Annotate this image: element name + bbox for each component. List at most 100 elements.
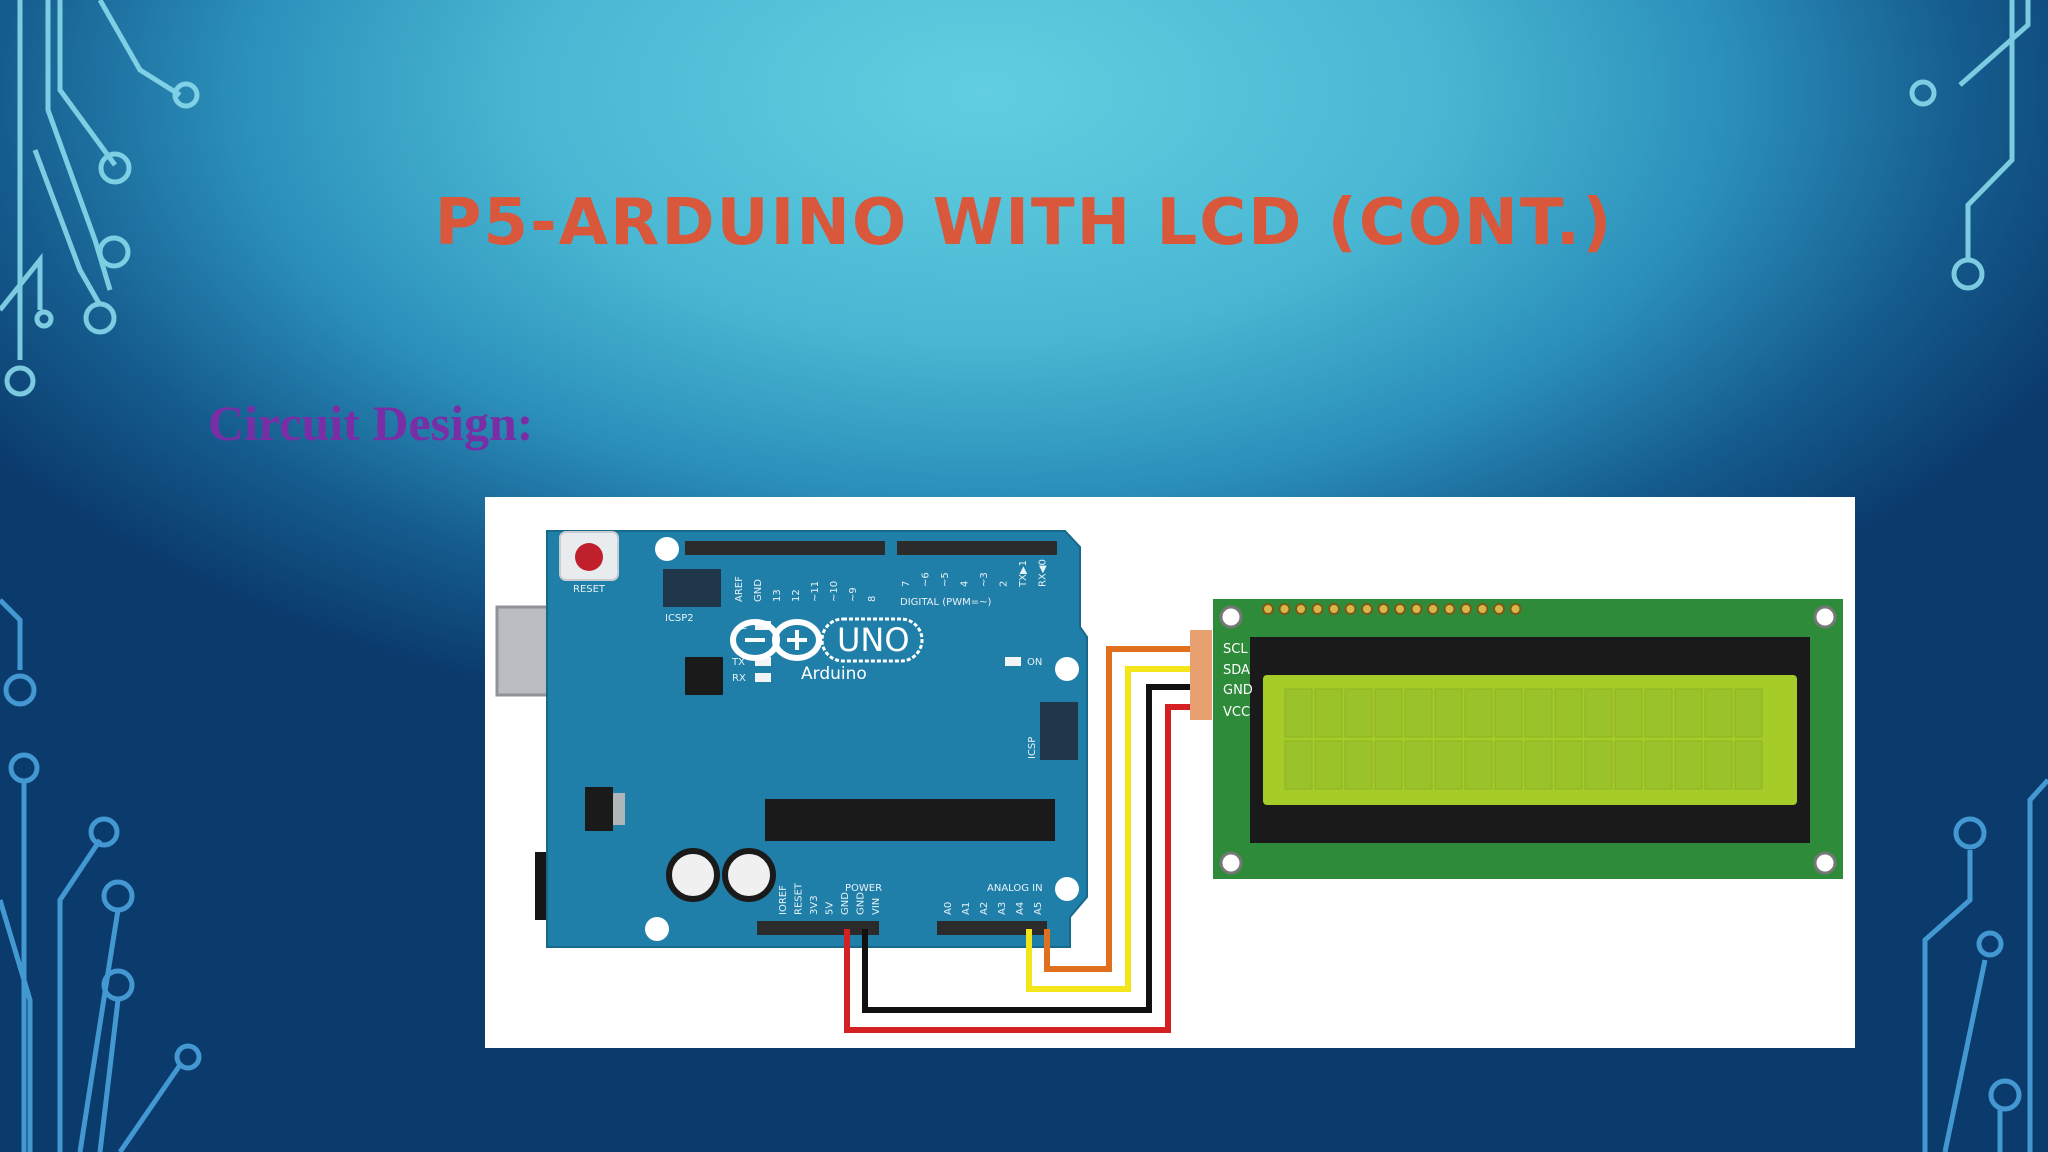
digital-header-left: [685, 541, 885, 555]
power-label: POWER: [845, 883, 882, 894]
lcd-character-cell: [1374, 740, 1403, 790]
led-tx-label: TX: [731, 657, 745, 668]
lcd-character-cell: [1734, 688, 1763, 738]
lcd-character-cell: [1554, 688, 1583, 738]
main-chip: [765, 799, 1055, 841]
lcd-character-cell: [1434, 688, 1463, 738]
lcd-character-cell: [1614, 688, 1643, 738]
lcd-pin-gnd: GND: [1223, 683, 1253, 698]
led-rx: [755, 673, 771, 682]
analog-pin-label: A1: [961, 902, 972, 915]
lcd-character-cell: [1314, 688, 1343, 738]
lcd-character-cell: [1584, 740, 1613, 790]
top-pin-label: 8: [867, 596, 878, 602]
lcd-character-cell: [1644, 688, 1673, 738]
lcd-character-cell: [1674, 740, 1703, 790]
led-tx: [755, 657, 771, 666]
mount-hole: [655, 537, 679, 561]
lcd-mount-hole: [1219, 605, 1243, 629]
lcd-character-cell: [1284, 740, 1313, 790]
power-pin-label: 3V3: [809, 895, 820, 915]
top-pin-label: ~5: [940, 572, 951, 587]
lcd-character-cell: [1524, 740, 1553, 790]
analog-pin-label: A0: [943, 902, 954, 915]
top-pin-label: ~11: [810, 581, 821, 602]
lcd-header-pin: [1509, 603, 1522, 615]
mount-hole: [1055, 657, 1079, 681]
top-pin-label: ~9: [848, 587, 859, 602]
top-pin-label: 7: [901, 581, 912, 587]
lcd-header-pin: [1410, 603, 1423, 615]
lcd-header-pin: [1443, 603, 1456, 615]
analog-label: ANALOG IN: [987, 883, 1043, 894]
lcd-header-pins: [1262, 603, 1522, 615]
top-pin-label: RX◀0: [1038, 559, 1049, 587]
slide-subtitle: Circuit Design:: [208, 395, 534, 451]
analog-pin-label: A3: [997, 902, 1008, 915]
lcd-character-cell: [1344, 688, 1373, 738]
lcd-character-cell: [1554, 740, 1583, 790]
lcd-header-pin: [1344, 603, 1357, 615]
power-pin-label: GND: [840, 892, 851, 915]
top-pin-label: 13: [772, 589, 783, 602]
voltage-regulator-tab: [613, 793, 625, 825]
lcd-mount-hole: [1813, 851, 1837, 875]
analog-pin-label: A5: [1033, 902, 1044, 915]
lcd-character-cell: [1584, 688, 1613, 738]
lcd-character-cell: [1434, 740, 1463, 790]
mount-hole: [1055, 877, 1079, 901]
top-pin-label: 4: [960, 581, 971, 587]
reset-label: RESET: [573, 584, 606, 595]
wire-vcc: [844, 704, 1197, 1033]
lcd-header-pin: [1476, 603, 1489, 615]
lcd-pin-vcc: VCC: [1223, 705, 1250, 720]
digital-label: DIGITAL (PWM=~): [900, 597, 991, 608]
top-pin-label: ~6: [921, 572, 932, 587]
power-pin-label: 5V: [825, 902, 836, 915]
top-pin-label: TX▶1: [1018, 560, 1029, 588]
usb-chip: [685, 657, 723, 695]
icsp-header: [1040, 702, 1078, 760]
lcd-character-cell: [1284, 688, 1313, 738]
led-rx-label: RX: [732, 673, 746, 684]
mount-hole: [645, 917, 669, 941]
icsp2-label: ICSP2: [665, 613, 694, 624]
lcd-pin-scl: SCL: [1223, 642, 1248, 657]
power-header: [757, 921, 879, 935]
lcd-character-cell: [1404, 688, 1433, 738]
lcd-header-pin: [1328, 603, 1340, 615]
wire-scl: [1044, 646, 1197, 972]
lcd-character-cell: [1524, 688, 1553, 738]
lcd-header-pin: [1361, 603, 1373, 615]
lcd-character-cell: [1494, 688, 1523, 738]
lcd-character-cell: [1704, 688, 1733, 738]
lcd-mount-hole: [1813, 605, 1837, 629]
brand-label: Arduino: [801, 664, 867, 684]
lcd-character-cell: [1374, 688, 1403, 738]
lcd-header-pin: [1377, 603, 1390, 615]
top-pin-label: GND: [753, 579, 764, 602]
lcd-header-pin: [1278, 603, 1291, 615]
reset-button-cap: [575, 543, 603, 571]
lcd-header-pin: [1493, 603, 1505, 615]
lcd-mount-hole: [1219, 851, 1243, 875]
lcd-character-cell: [1494, 740, 1523, 790]
top-pin-label: 2: [999, 581, 1010, 587]
lcd-character-cell: [1464, 740, 1493, 790]
lcd-pin-sda: SDA: [1223, 663, 1250, 678]
top-pin-label: ~10: [829, 581, 840, 602]
capacitor: [666, 848, 720, 902]
voltage-regulator: [585, 787, 613, 831]
lcd-header-pin: [1295, 603, 1307, 615]
icsp2-header: [663, 569, 721, 607]
top-pin-label: 12: [791, 589, 802, 602]
power-pin-label: IOREF: [778, 885, 789, 915]
lcd-header-pin: [1427, 603, 1439, 615]
lcd-character-cell: [1644, 740, 1673, 790]
wire-sda: [1026, 666, 1197, 992]
lcd-character-cell: [1314, 740, 1343, 790]
